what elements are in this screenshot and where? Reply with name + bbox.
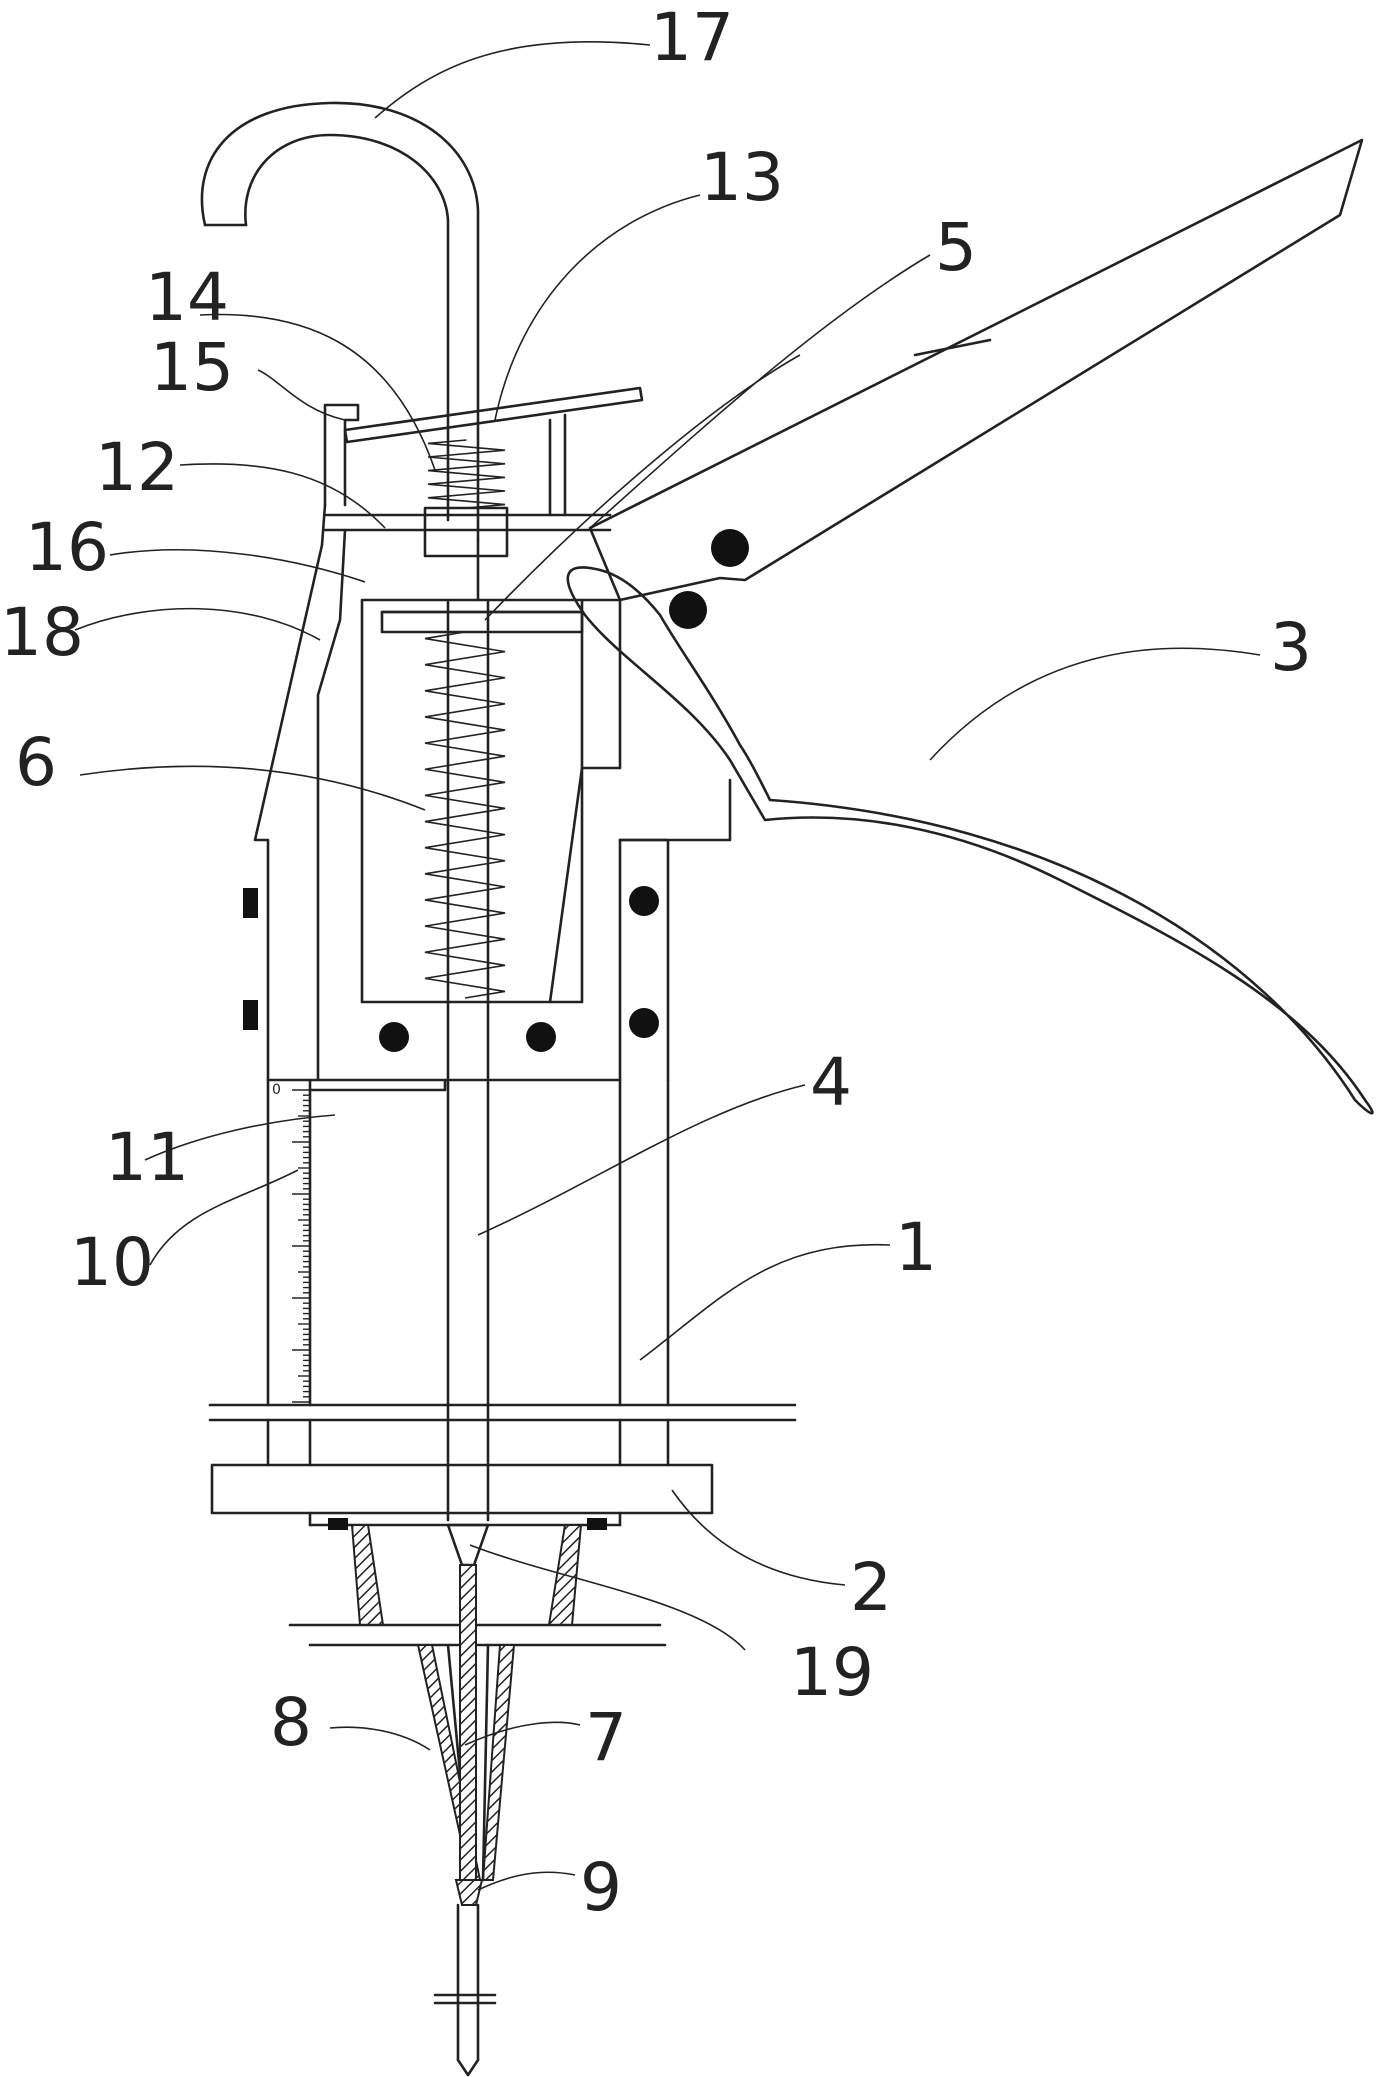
flange [210, 1405, 795, 1530]
callout-17: 17 [650, 0, 734, 76]
hook [202, 103, 478, 540]
callout-5: 5 [935, 209, 977, 286]
callout-3: 3 [1270, 609, 1312, 686]
callout-11: 11 [105, 1119, 189, 1196]
column [268, 1080, 668, 1405]
upper-frame [325, 388, 642, 556]
callout-2: 2 [850, 1549, 892, 1626]
callout-6: 6 [15, 724, 57, 801]
central-rod [448, 540, 488, 1520]
callout-4: 4 [810, 1044, 852, 1121]
upper-spring [428, 440, 505, 508]
scale [292, 1090, 310, 1402]
callout-10: 10 [70, 1224, 154, 1301]
callout-8: 8 [270, 1684, 312, 1761]
callout-14: 14 [145, 259, 229, 336]
callout-7: 7 [585, 1699, 627, 1776]
scale-zero: 0 [272, 1082, 281, 1098]
callout-16: 16 [25, 509, 109, 586]
callout-13: 13 [700, 139, 784, 216]
callouts: 17 13 5 14 15 12 16 18 6 3 4 11 10 1 2 1… [0, 0, 1312, 1926]
bolts [243, 886, 659, 1052]
callout-18: 18 [0, 594, 84, 671]
callout-12: 12 [95, 429, 179, 506]
callout-19: 19 [790, 1634, 874, 1711]
callout-15: 15 [150, 329, 234, 406]
callout-9: 9 [580, 1849, 622, 1926]
main-spring [425, 632, 505, 998]
callout-1: 1 [895, 1209, 937, 1286]
